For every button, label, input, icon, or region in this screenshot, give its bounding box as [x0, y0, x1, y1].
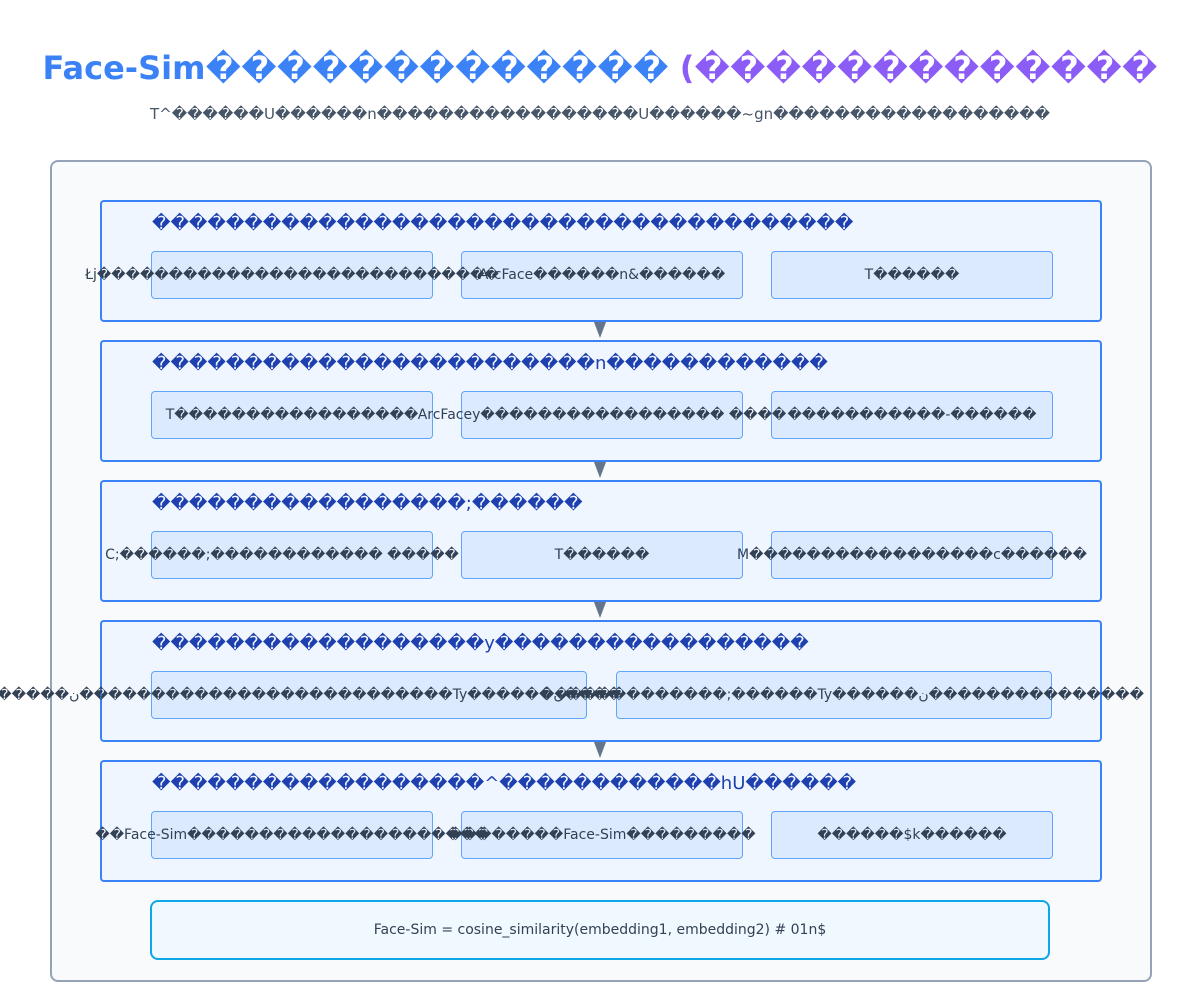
arrow-down-icon [594, 602, 606, 618]
stage-4-box-1 [151, 671, 587, 719]
stage-2-box-1-label: T����������������� [165, 407, 419, 423]
stage-1-box-2 [461, 251, 743, 299]
formula-text: Face-Sim = cosine_similarity(embedding1,… [373, 922, 827, 938]
stage-4-box-2-label: �������������;������Ty������ن�����������… [540, 687, 1144, 703]
stage-4-box-2 [616, 671, 1052, 719]
stage-1-title: �������������������������������������� [152, 213, 854, 234]
arrow-down-icon [594, 322, 606, 338]
stage-5: ������������������^������������hU������ … [95, 760, 1102, 882]
stage-2-title: ������������������������n������������ [152, 353, 828, 374]
stage-1: �������������������������������������� Ł… [85, 200, 1102, 322]
stage-2-box-2 [461, 391, 743, 439]
stage-1-box-3 [771, 251, 1053, 299]
formula-box [150, 900, 1050, 960]
stage-2-box-3 [771, 391, 1053, 439]
title-part-1: Face-Sim������������� [42, 49, 669, 87]
stage-2-box-2-label: ArcFacey����������������� ���� [417, 407, 787, 423]
stage-3-box-3 [771, 531, 1053, 579]
stage-1-box-2-label: ArcFace������n&������ [478, 267, 726, 283]
stage-3-title: �����������������;������ [152, 493, 583, 514]
stage-5-box-3-label: ������$k������ [817, 827, 1007, 843]
stage-5-title: ������������������^������������hU������ [152, 773, 857, 794]
stage-3-box-2-label: T������ [554, 547, 650, 563]
title-part-2: (������������� [668, 49, 1158, 87]
stage-3: �����������������;������ C;������;������… [100, 480, 1102, 602]
stage-2-box-1 [151, 391, 433, 439]
stage-3-box-1-label: C;������;������������ ����� [105, 547, 459, 563]
stage-1-box-1 [151, 251, 433, 299]
stage-5-box-3 [771, 811, 1053, 859]
stage-3-box-3-label: M�����������������c������ [737, 547, 1087, 563]
stage-4-box-1-label: ������ن��������������������������Ty�����… [0, 687, 622, 703]
page-title: Face-Sim������������� (������������� [0, 46, 1200, 90]
stage-2-box-3-label: �����������-������ [787, 407, 1037, 423]
stage-1-box-1-label: Łj���������������������������� [85, 267, 499, 283]
stage-5-box-2-label: ��������Face-Sim��������� [448, 827, 756, 843]
arrow-down-icon [594, 742, 606, 758]
page-subtitle: T^������U������n�����������������U������… [150, 105, 1050, 123]
arrow-down-icon [594, 462, 606, 478]
stage-2: ������������������������n������������ T�… [100, 340, 1102, 462]
stage-5-box-1-label: ��Face-Sim��������������������� [95, 827, 489, 843]
stage-3-box-2 [461, 531, 743, 579]
stage-5-box-1 [151, 811, 433, 859]
stage-5-box-2 [461, 811, 743, 859]
stage-4: ������������������y����������������� ���… [0, 620, 1144, 742]
stage-4-title: ������������������y����������������� [152, 633, 809, 654]
stage-1-box-3-label: T������ [864, 267, 960, 283]
stage-3-box-1 [151, 531, 433, 579]
